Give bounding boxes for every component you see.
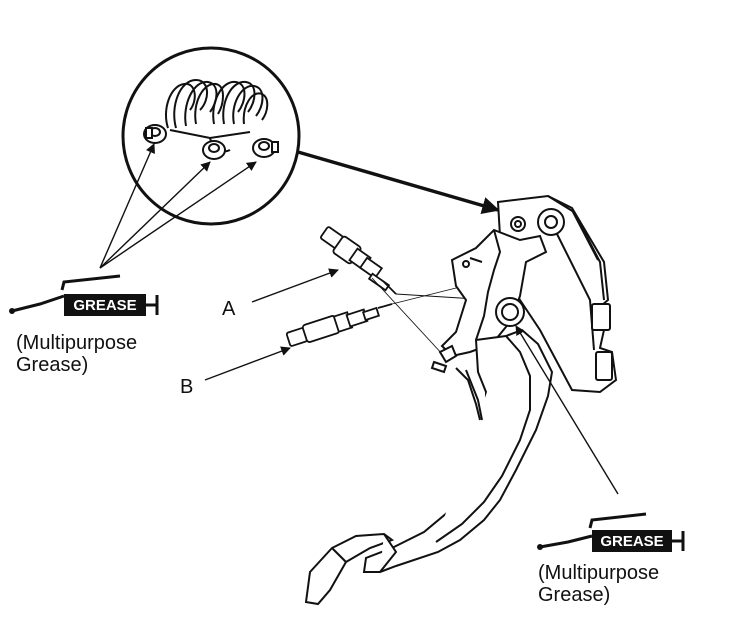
grease-leader-lines-left bbox=[99, 143, 257, 269]
grease-caption-left-line2: Grease) bbox=[16, 354, 89, 376]
detail-pointer-arrow bbox=[297, 150, 500, 215]
detail-magnifier bbox=[121, 46, 301, 226]
callout-b-arrow bbox=[204, 346, 291, 381]
grease-gun-icon-right: GREASE bbox=[537, 512, 685, 552]
switch-b bbox=[285, 303, 393, 347]
pin-detail bbox=[143, 124, 279, 160]
grease-caption-left-line1: (Multipurpose bbox=[16, 332, 138, 354]
switch-a bbox=[320, 226, 397, 295]
grease-caption-right-line1: (Multipurpose bbox=[538, 562, 660, 584]
callout-a-label: A bbox=[222, 298, 236, 320]
grease-gun-icon-left: GREASE bbox=[9, 274, 159, 316]
pedal-arm bbox=[304, 228, 554, 606]
callout-a-arrow bbox=[251, 268, 339, 303]
grease-leader-line-right bbox=[515, 325, 619, 495]
grease-caption-right-line2: Grease) bbox=[538, 584, 611, 606]
callout-b-label: B bbox=[180, 376, 194, 398]
grease-badge-right: GREASE bbox=[600, 533, 663, 550]
grease-badge-left: GREASE bbox=[73, 297, 136, 314]
